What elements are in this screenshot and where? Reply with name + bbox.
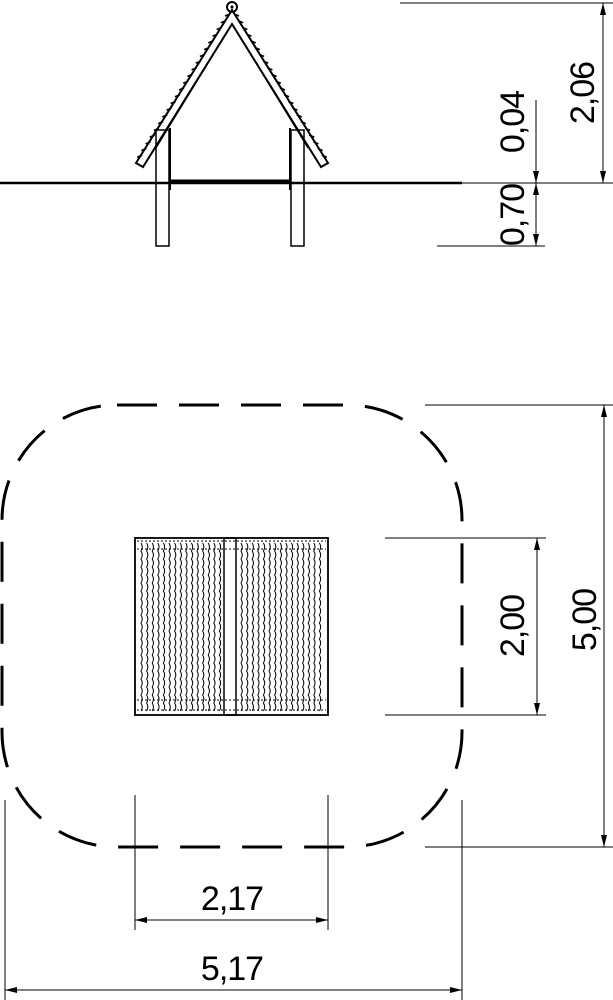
- ridge-beam: [223, 537, 237, 716]
- safety-depth-label: 5,00: [566, 589, 604, 651]
- plan-view: 5,00 2,00 2,17 5,17: [0, 403, 613, 1000]
- post-left: [155, 129, 170, 247]
- roof: [134, 1, 330, 169]
- safety-width-label: 5,17: [201, 950, 263, 988]
- dimension-foundation-depth: 0,70: [437, 183, 545, 247]
- roof-finial: [226, 1, 238, 13]
- post-right: [290, 129, 305, 247]
- dimension-equipment-depth: 2,00: [385, 537, 546, 716]
- equipment-width-label: 2,17: [201, 880, 263, 918]
- dimension-safety-width: 5,17: [4, 800, 463, 1000]
- ground-offset-label: 0,04: [494, 91, 532, 153]
- foundation-depth-label: 0,70: [494, 184, 532, 246]
- roof-texture: [136, 13, 328, 159]
- posts: [155, 128, 305, 247]
- dimension-equipment-width: 2,17: [134, 795, 329, 930]
- roof-shingles: [137, 540, 326, 712]
- dimension-safety-depth: 5,00: [425, 404, 613, 848]
- total-height-label: 2,06: [564, 62, 602, 124]
- roof-top-view: [134, 537, 329, 716]
- dimension-total-height: 2,06: [400, 2, 613, 183]
- dimension-ground-offset: 0,04: [494, 91, 539, 183]
- elevation-view: 2,06 0,04 0,70: [0, 1, 613, 247]
- safety-zone-outline: [0, 403, 464, 849]
- equipment-depth-label: 2,00: [494, 595, 532, 657]
